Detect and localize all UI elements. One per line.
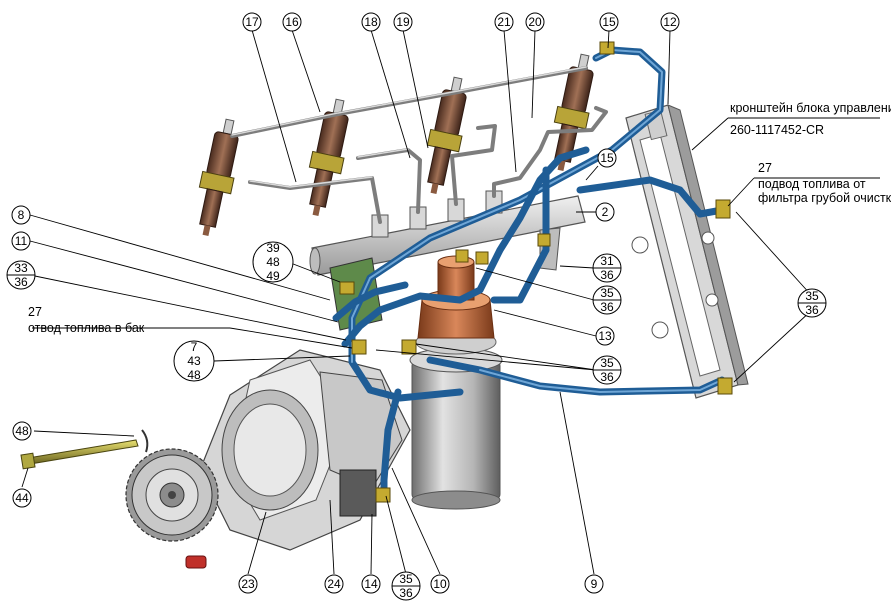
supply-label-number: 27 bbox=[758, 161, 772, 175]
callout-15-top: 15 bbox=[599, 12, 619, 32]
svg-text:35: 35 bbox=[399, 572, 413, 586]
supply-label-line2: фильтра грубой очистки bbox=[758, 191, 891, 205]
callout-17: 17 bbox=[242, 12, 262, 32]
svg-text:11: 11 bbox=[15, 234, 28, 248]
svg-text:16: 16 bbox=[285, 15, 299, 29]
callout-16: 16 bbox=[282, 12, 302, 32]
callout-35-36-middle: 35 36 bbox=[592, 355, 622, 385]
svg-text:36: 36 bbox=[600, 300, 614, 314]
callout-7-43-48: 7 43 48 bbox=[173, 340, 215, 382]
supply-label-line1: подвод топлива от bbox=[758, 177, 866, 191]
callout-11: 11 bbox=[11, 231, 31, 251]
callout-24: 24 bbox=[324, 574, 344, 594]
svg-text:35: 35 bbox=[600, 356, 614, 370]
callout-33-36: 33 36 bbox=[6, 260, 36, 290]
callout-44: 44 bbox=[12, 488, 32, 508]
callout-10: 10 bbox=[430, 574, 450, 594]
svg-text:36: 36 bbox=[600, 370, 614, 384]
high-pressure-pump bbox=[185, 349, 411, 569]
callout-18: 18 bbox=[361, 12, 381, 32]
callout-2: 2 bbox=[595, 202, 615, 222]
svg-text:14: 14 bbox=[364, 577, 378, 591]
callout-21: 21 bbox=[494, 12, 514, 32]
fuel-hoses bbox=[332, 46, 726, 496]
brass-fittings bbox=[339, 41, 733, 503]
svg-text:8: 8 bbox=[18, 208, 25, 222]
svg-text:7: 7 bbox=[191, 340, 198, 354]
control-unit-bracket bbox=[625, 104, 749, 399]
svg-text:39: 39 bbox=[266, 241, 280, 255]
svg-text:48: 48 bbox=[187, 368, 201, 382]
callout-20: 20 bbox=[525, 12, 545, 32]
high-pressure-pipes bbox=[248, 106, 608, 224]
svg-text:23: 23 bbox=[241, 577, 255, 591]
svg-text:12: 12 bbox=[663, 15, 677, 29]
callout-35-36-upper: 35 36 bbox=[592, 285, 622, 315]
svg-text:15: 15 bbox=[602, 15, 616, 29]
callout-13: 13 bbox=[595, 326, 615, 346]
svg-text:36: 36 bbox=[399, 586, 413, 600]
svg-text:35: 35 bbox=[805, 289, 819, 303]
callout-35-36-right: 35 36 bbox=[797, 288, 827, 318]
svg-text:10: 10 bbox=[433, 577, 447, 591]
svg-text:13: 13 bbox=[598, 329, 612, 343]
svg-text:19: 19 bbox=[396, 15, 410, 29]
svg-text:17: 17 bbox=[245, 15, 259, 29]
callout-15-mid: 15 bbox=[597, 148, 617, 168]
svg-text:18: 18 bbox=[364, 15, 378, 29]
svg-text:9: 9 bbox=[591, 577, 598, 591]
return-label-text: отвод топлива в бак bbox=[28, 321, 145, 335]
leader-lines bbox=[21, 29, 880, 575]
callout-48-washer: 48 bbox=[12, 421, 32, 441]
callout-31-36: 31 36 bbox=[592, 253, 622, 283]
callout-19: 19 bbox=[393, 12, 413, 32]
svg-text:35: 35 bbox=[600, 286, 614, 300]
svg-text:2: 2 bbox=[602, 205, 609, 219]
svg-text:36: 36 bbox=[600, 268, 614, 282]
callout-9: 9 bbox=[584, 574, 604, 594]
callout-35-36-bottom: 35 36 bbox=[391, 571, 421, 601]
injectors bbox=[198, 53, 594, 237]
svg-text:48: 48 bbox=[15, 424, 29, 438]
svg-text:49: 49 bbox=[266, 269, 280, 283]
bracket-label-line2: 260-1117452-CR bbox=[730, 123, 824, 137]
svg-text:48: 48 bbox=[266, 255, 280, 269]
svg-text:31: 31 bbox=[600, 254, 614, 268]
return-label-number: 27 bbox=[28, 305, 42, 319]
svg-text:43: 43 bbox=[187, 354, 201, 368]
svg-text:20: 20 bbox=[528, 15, 542, 29]
fuel-filter bbox=[409, 255, 503, 510]
callout-14: 14 bbox=[361, 574, 381, 594]
callout-39-48-49: 39 48 49 bbox=[252, 241, 294, 283]
svg-text:44: 44 bbox=[15, 491, 29, 505]
svg-text:36: 36 bbox=[805, 303, 819, 317]
drive-gear bbox=[125, 448, 219, 542]
leak-off-line bbox=[230, 66, 588, 138]
callout-23: 23 bbox=[238, 574, 258, 594]
svg-text:21: 21 bbox=[497, 15, 511, 29]
callout-8: 8 bbox=[11, 205, 31, 225]
mounting-bolt bbox=[20, 429, 149, 470]
svg-text:33: 33 bbox=[14, 261, 28, 275]
callout-12: 12 bbox=[660, 12, 680, 32]
svg-text:24: 24 bbox=[327, 577, 341, 591]
bracket-label-line1: кронштейн блока управления bbox=[730, 101, 891, 115]
fuel-rail bbox=[309, 190, 586, 331]
svg-text:36: 36 bbox=[14, 275, 28, 289]
svg-text:15: 15 bbox=[600, 151, 614, 165]
